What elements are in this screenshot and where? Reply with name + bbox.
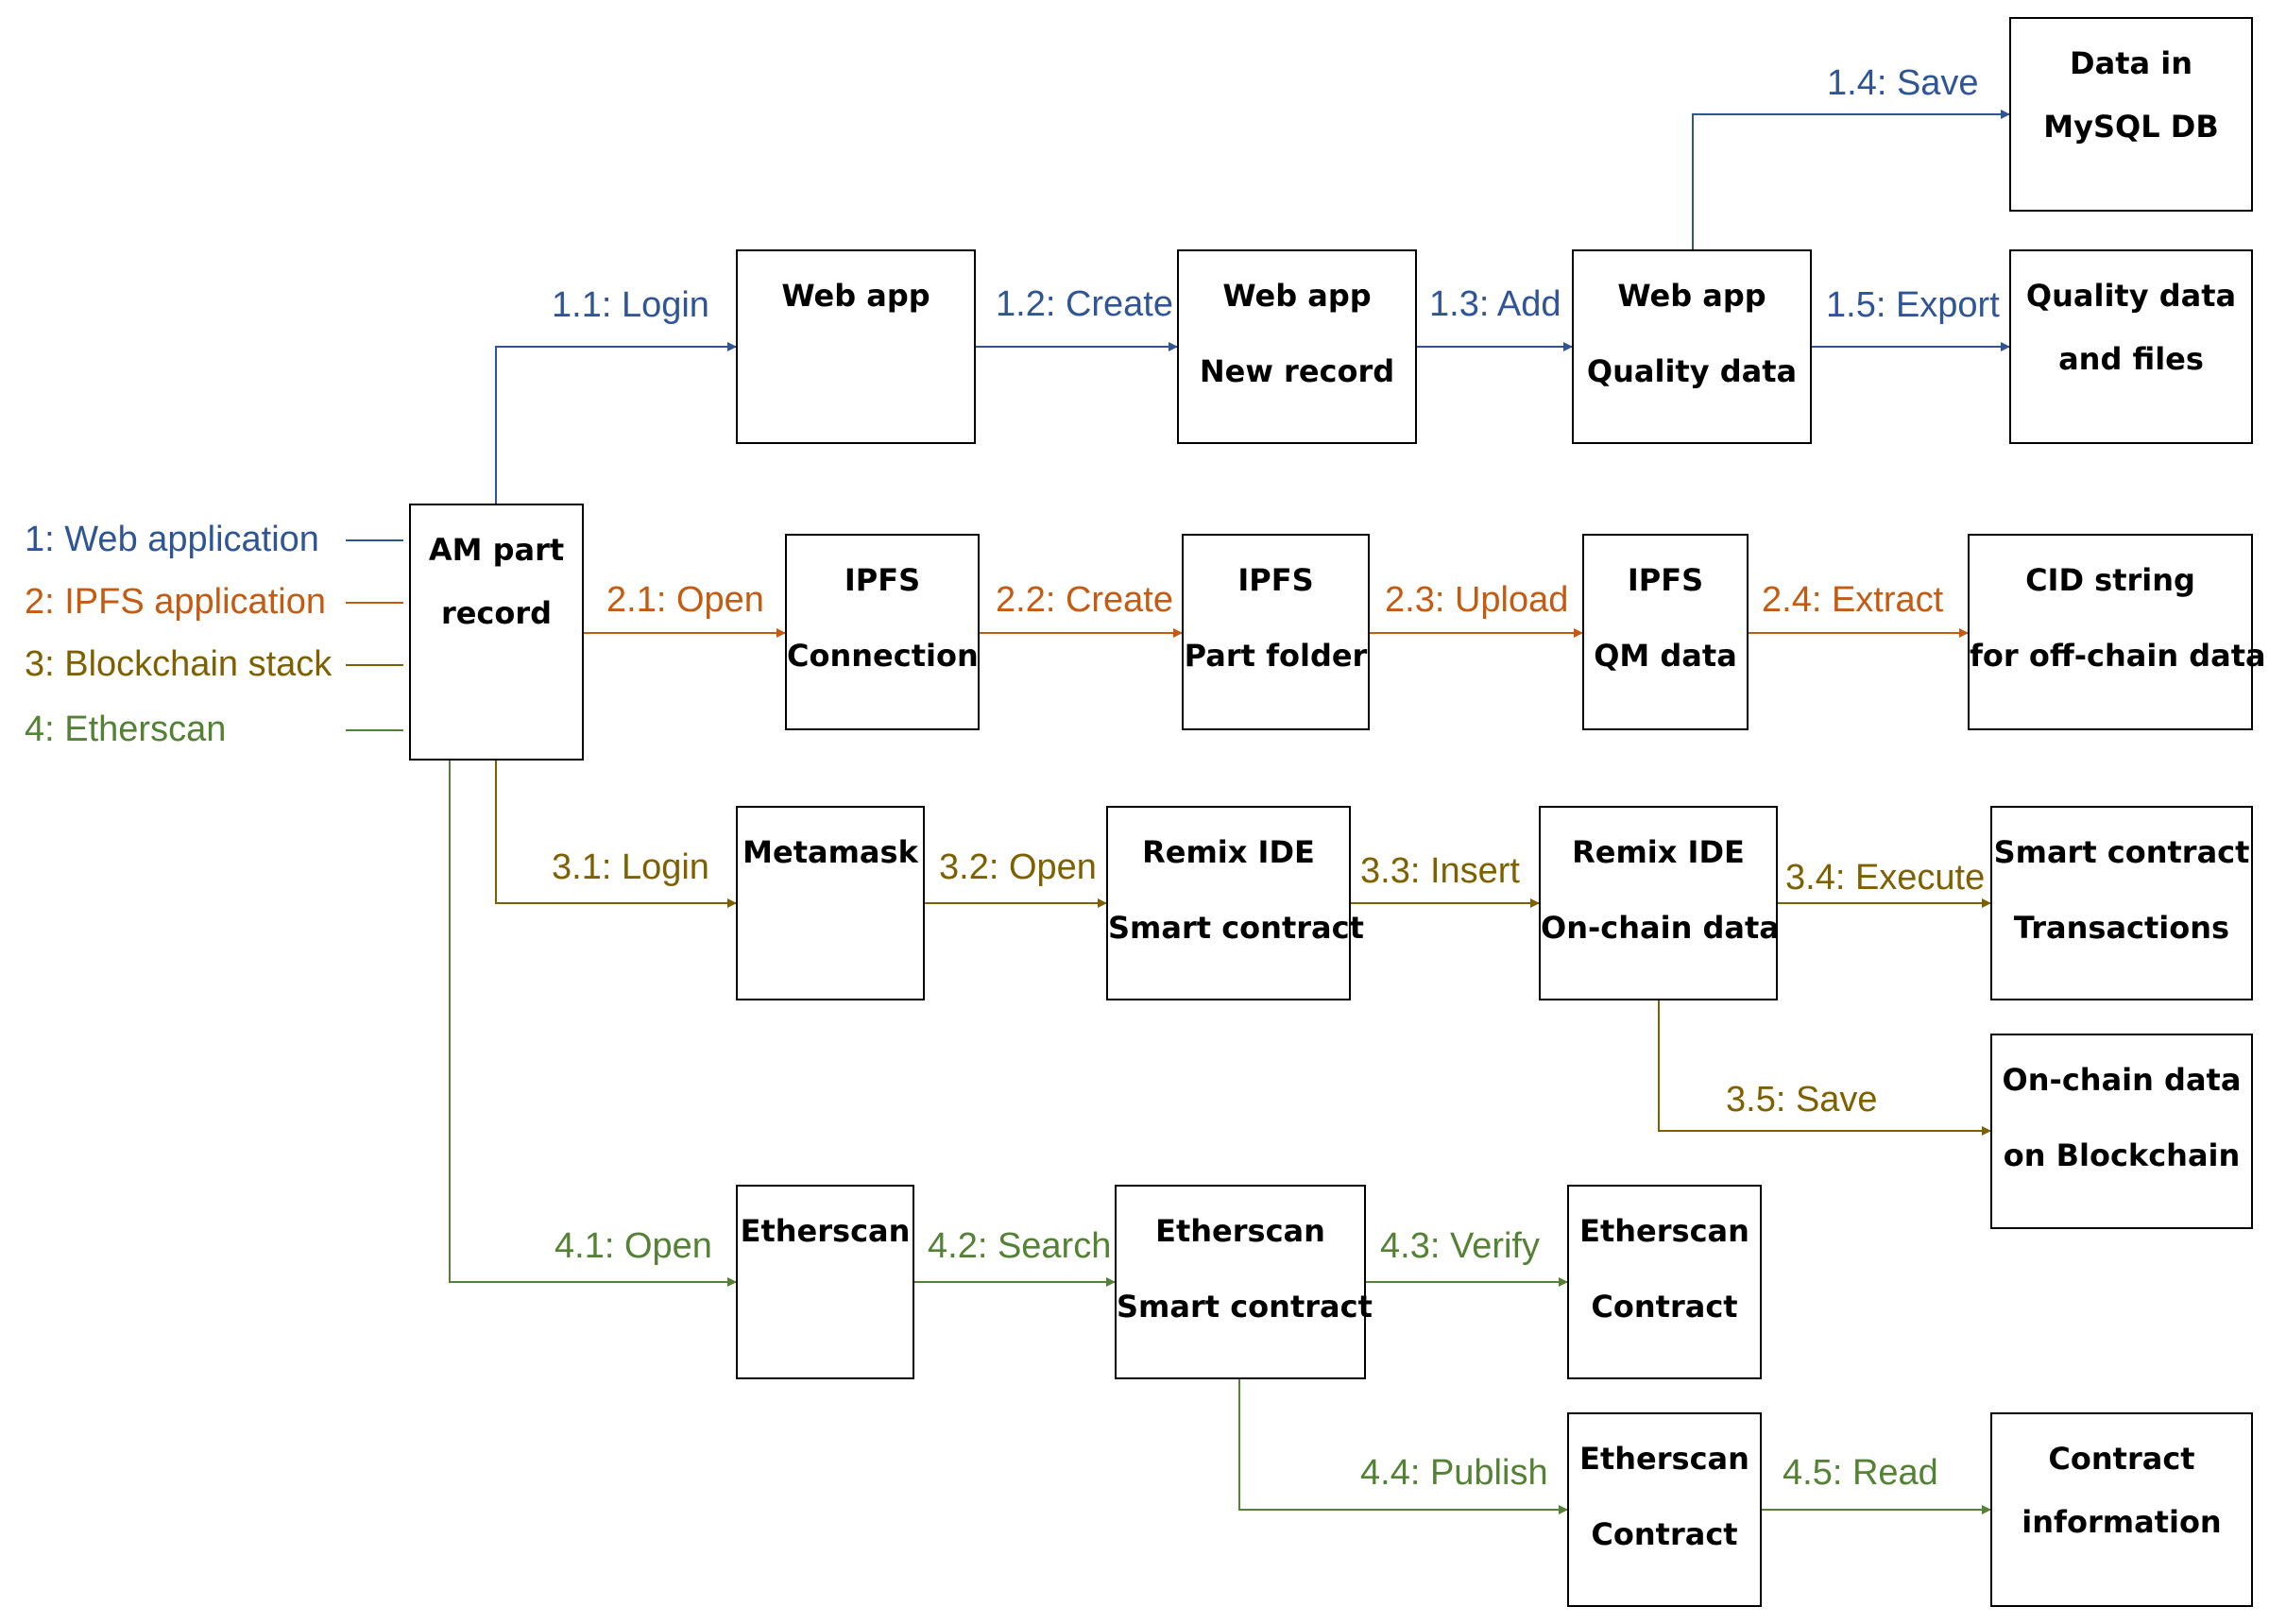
edge-3-1 xyxy=(495,761,737,908)
legend-item-1: 1: Web application xyxy=(25,520,319,559)
edge-4-4 xyxy=(1238,1379,1568,1514)
node-label-line: Web app xyxy=(1617,278,1766,314)
node-label-line: QM data xyxy=(1594,638,1737,674)
node-label-line: Web app xyxy=(1222,278,1372,314)
node-label-line: Remix IDE xyxy=(1572,834,1745,870)
node-label-line: Smart contract xyxy=(1993,834,2250,870)
node-cid-string: CID string for off-chain data xyxy=(1968,534,2266,730)
edge-label-e3-5: 3.5: Save xyxy=(1726,1080,1878,1120)
node-label-line: Transactions xyxy=(2013,910,2230,946)
node-ipfs-qm-data: IPFS QM data xyxy=(1582,534,1749,730)
edge-label-e3-4: 3.4: Execute xyxy=(1785,858,1986,897)
node-label-line: Smart contract xyxy=(1108,910,1364,946)
node-label-line: Remix IDE xyxy=(1142,834,1315,870)
node-label-line: On-chain data xyxy=(1541,910,1780,946)
legend-item-4: 4: Etherscan xyxy=(25,709,227,749)
node-label-line: CID string xyxy=(2025,562,2195,598)
edge-label-e3-2: 3.2: Open xyxy=(939,847,1097,887)
edge-1-1 xyxy=(495,342,737,504)
node-label-line: information xyxy=(2022,1504,2222,1540)
node-ipfs-part-folder: IPFS Part folder xyxy=(1182,534,1370,730)
edge-label-e4-2: 4.2: Search xyxy=(928,1226,1112,1266)
node-mysql-db: Data in MySQL DB xyxy=(2009,17,2253,212)
node-remix-smart-contract: Remix IDE Smart contract xyxy=(1106,806,1364,1000)
node-label-line: Etherscan xyxy=(1155,1213,1325,1249)
node-label-line: Contract xyxy=(2048,1441,2195,1477)
node-etherscan: Etherscan xyxy=(736,1185,914,1379)
node-label-line: Etherscan xyxy=(1579,1441,1749,1477)
node-label-line: Etherscan xyxy=(1579,1213,1749,1249)
node-label-line: and files xyxy=(2058,341,2204,377)
node-label-line: IPFS xyxy=(844,562,921,598)
legend-item-2: 2: IPFS application xyxy=(25,582,326,622)
node-label-line: IPFS xyxy=(1627,562,1704,598)
edge-label-e2-4: 2.4: Extract xyxy=(1762,580,1944,620)
node-label-line: Web app xyxy=(781,278,930,314)
edge-label-e4-3: 4.3: Verify xyxy=(1380,1226,1540,1266)
edge-label-e1-2: 1.2: Create xyxy=(996,284,1173,324)
node-metamask: Metamask xyxy=(736,806,925,1000)
edge-label-e1-5: 1.5: Export xyxy=(1826,285,2000,325)
edge-label-e3-1: 3.1: Login xyxy=(552,847,709,887)
node-label-line: Etherscan xyxy=(740,1213,911,1249)
node-label-line: Contract xyxy=(1591,1289,1738,1325)
node-remix-onchain: Remix IDE On-chain data xyxy=(1539,806,1780,1000)
node-label-line: for off-chain data xyxy=(1970,638,2266,674)
node-quality-files: Quality data and files xyxy=(2009,249,2253,444)
edge-1-4 xyxy=(1692,110,2010,249)
node-label-line: New record xyxy=(1199,353,1395,389)
node-am-part-record: AM part record xyxy=(409,504,584,761)
edge-label-e4-5: 4.5: Read xyxy=(1783,1453,1938,1493)
edge-label-e3-3: 3.3: Insert xyxy=(1360,851,1520,891)
node-label-line: Smart contract xyxy=(1117,1289,1373,1325)
node-web-app: Web app xyxy=(736,249,976,444)
node-contract-information: Contract information xyxy=(1990,1412,2253,1607)
edge-label-e2-1: 2.1: Open xyxy=(606,580,764,620)
edge-label-e2-2: 2.2: Create xyxy=(996,580,1173,620)
node-label-line: Quality data xyxy=(1586,353,1798,389)
node-label-line: record xyxy=(440,595,553,631)
edge-label-e4-1: 4.1: Open xyxy=(554,1226,712,1266)
node-label-line: Contract xyxy=(1591,1516,1738,1552)
node-label-line: Part folder xyxy=(1184,638,1368,674)
edge-label-e1-4: 1.4: Save xyxy=(1827,63,1979,103)
legend-item-3: 3: Blockchain stack xyxy=(25,644,333,684)
node-label-line: IPFS xyxy=(1237,562,1314,598)
node-onchain-blockchain: On-chain data on Blockchain xyxy=(1990,1034,2253,1229)
edge-label-e1-1: 1.1: Login xyxy=(552,285,709,325)
node-label-line: MySQL DB xyxy=(2043,109,2219,145)
node-ipfs-connection: IPFS Connection xyxy=(785,534,980,730)
edge-label-e2-3: 2.3: Upload xyxy=(1385,580,1569,620)
edge-label-e1-3: 1.3: Add xyxy=(1429,284,1561,324)
node-label-line: AM part xyxy=(428,532,565,568)
edge-label-e4-4: 4.4: Publish xyxy=(1360,1453,1548,1493)
node-label-line: Data in xyxy=(2070,45,2192,81)
node-label-line: On-chain data xyxy=(2002,1062,2242,1098)
edge-4-1 xyxy=(449,761,737,1287)
node-label-line: Connection xyxy=(787,638,979,674)
node-label-line: on Blockchain xyxy=(2003,1137,2241,1173)
node-label-line: Metamask xyxy=(742,834,918,870)
edge-3-5 xyxy=(1658,1000,1991,1136)
node-label-line: Quality data xyxy=(2025,278,2237,314)
